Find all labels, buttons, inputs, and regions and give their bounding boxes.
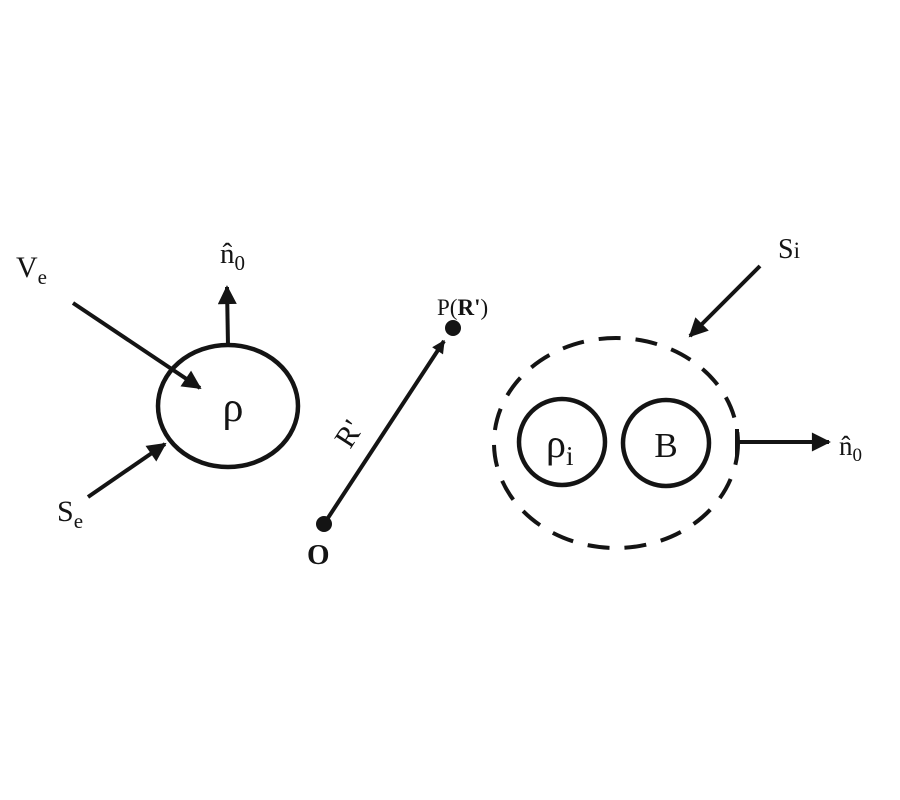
- normal-label-left: n̂0: [220, 238, 245, 275]
- origin-dot: [316, 516, 332, 532]
- interior-surface-dashed-ellipse: [492, 336, 740, 550]
- b-circle: [620, 397, 712, 489]
- normal-arrow-left: [217, 285, 237, 347]
- rho-i-label: ρi: [546, 421, 573, 471]
- ve-label: Ve: [16, 251, 47, 289]
- field-point-dot: [445, 320, 461, 336]
- origin-label: O: [307, 539, 330, 571]
- si-pointer-arrow: [688, 264, 762, 338]
- rho-label: ρ: [223, 385, 244, 431]
- r-prime-label: R': [328, 414, 370, 453]
- se-label: Se: [57, 495, 83, 533]
- rho-i-circle: [516, 396, 608, 488]
- normal-label-right: n̂0: [839, 431, 862, 466]
- field-point-label: P(R'): [437, 295, 488, 320]
- se-pointer-arrow: [86, 442, 167, 499]
- si-label: Si: [778, 234, 800, 265]
- r-prime-vector-line: [322, 339, 446, 526]
- ve-pointer-arrow: [71, 301, 202, 390]
- b-label: B: [654, 426, 677, 465]
